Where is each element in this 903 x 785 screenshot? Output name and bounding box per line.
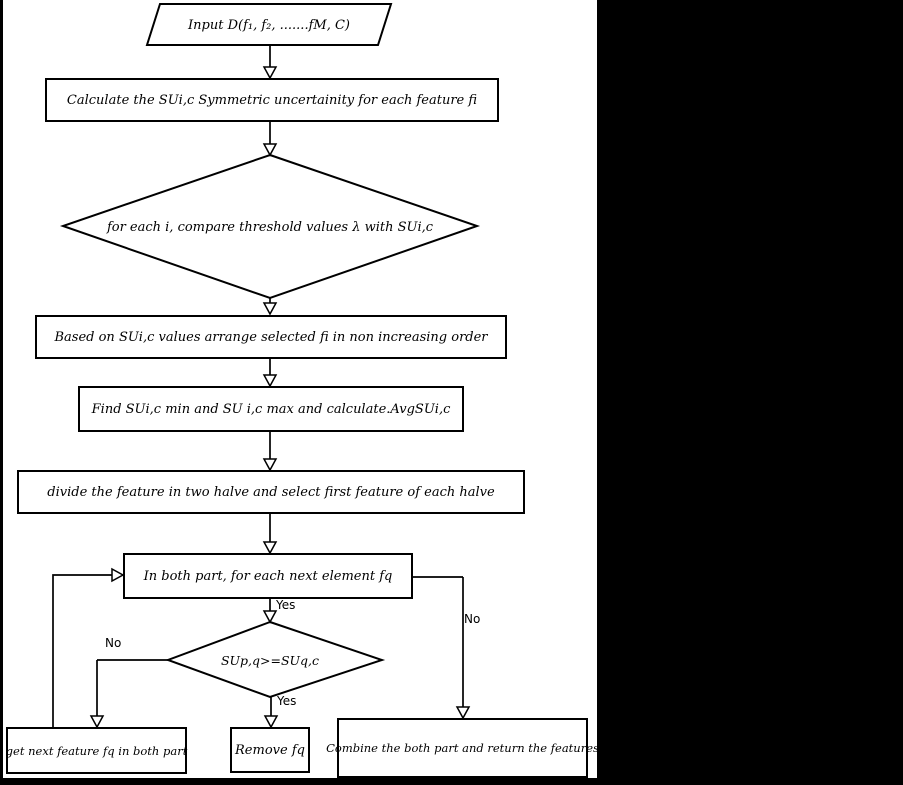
arrowhead-down-icon — [262, 302, 278, 316]
input-parallelogram-shape — [145, 3, 393, 46]
arrowhead-down-icon — [262, 458, 278, 472]
arrowhead-down-icon — [262, 610, 278, 624]
edge-label-no-right: No — [464, 612, 481, 626]
node-arrange-order: Based on SUi,c values arrange selected f… — [35, 315, 507, 359]
node-get-next-feature: get next feature fq in both part — [6, 727, 187, 774]
edge-label-yes-top: Yes — [276, 598, 296, 612]
edge-label-yes-bottom: Yes — [277, 694, 297, 708]
arrowhead-down-icon — [455, 706, 471, 720]
node-next-element: In both part, for each next element fq — [123, 553, 413, 599]
arrowhead-down-icon — [262, 66, 278, 80]
connector-lines — [52, 45, 464, 727]
arrowhead-down-icon — [262, 143, 278, 157]
edge-label-no-left: No — [105, 636, 122, 650]
node-remove-fq: Remove fq — [230, 727, 310, 773]
decision-diamond-threshold — [59, 153, 481, 300]
arrowhead-down-icon — [263, 715, 279, 729]
node-calculate-su: Calculate the SUi,c Symmetric uncertaini… — [45, 78, 499, 122]
arrowhead-right-icon — [111, 567, 125, 583]
arrowhead-down-icon — [89, 715, 105, 729]
arrowhead-down-icon — [262, 374, 278, 388]
node-divide-halves: divide the feature in two halve and sele… — [17, 470, 525, 514]
decision-diamond-su-compare — [165, 620, 386, 699]
arrowhead-down-icon — [262, 541, 278, 555]
node-combine-return: Combine the both part and return the fea… — [326, 718, 599, 778]
node-find-minmax: Find SUi,c min and SU i,c max and calcul… — [78, 386, 464, 432]
